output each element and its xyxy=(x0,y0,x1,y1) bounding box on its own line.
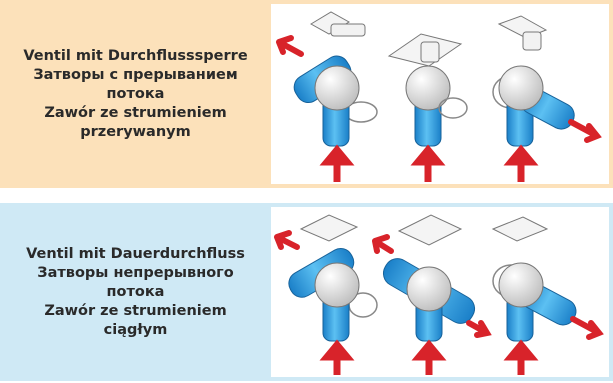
interrupted-flow-label: Ventil mit Durchflusssperre Затворы с пр… xyxy=(0,0,271,188)
continuous-flow-panel: Ventil mit Dauerdurchfluss Затворы непре… xyxy=(0,203,613,381)
label-russian-1: Затворы непрерывного xyxy=(37,264,233,283)
label-russian-1: Затворы с прерыванием xyxy=(33,66,237,85)
valve-3-diagram xyxy=(493,16,597,182)
label-polish-2: ciągłym xyxy=(104,321,168,340)
label-german: Ventil mit Durchflusssperre xyxy=(23,47,247,66)
interrupted-flow-illustration xyxy=(271,4,609,184)
label-polish-1: Zawór ze strumieniem xyxy=(44,302,226,321)
valve-4-diagram xyxy=(277,215,377,375)
label-polish-2: przerywanym xyxy=(80,123,190,142)
interrupted-flow-panel: Ventil mit Durchflusssperre Затворы с пр… xyxy=(0,0,613,188)
label-russian-2: потока xyxy=(107,85,165,104)
continuous-flow-illustration xyxy=(271,207,609,377)
valve-1-diagram xyxy=(279,12,377,182)
valve-6-diagram xyxy=(493,217,599,375)
label-german: Ventil mit Dauerdurchfluss xyxy=(26,245,245,264)
label-polish-1: Zawór ze strumieniem xyxy=(44,104,226,123)
valve-2-diagram xyxy=(389,34,467,182)
continuous-flow-label: Ventil mit Dauerdurchfluss Затворы непре… xyxy=(0,203,271,381)
valve-5-diagram xyxy=(375,215,487,375)
label-russian-2: потока xyxy=(107,283,165,302)
